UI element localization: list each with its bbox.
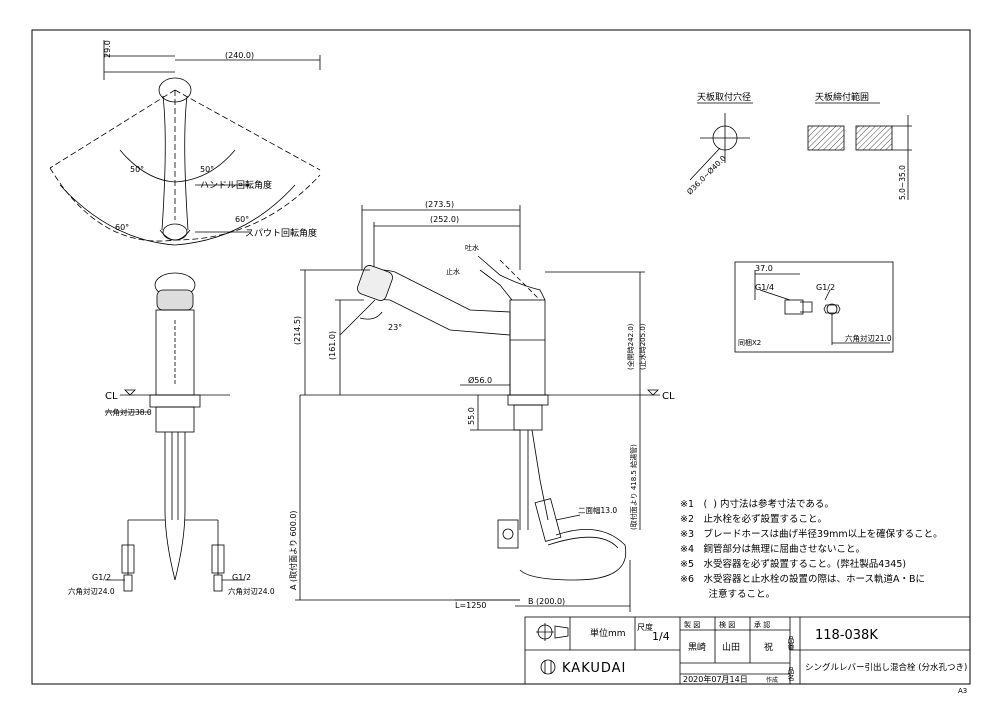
kenzu-label: 検 図 <box>719 620 735 629</box>
dim-55: 55.0 <box>467 407 476 425</box>
plate-dim: 5.0~35.0 <box>898 165 907 200</box>
angle-50-left: 50° <box>130 165 144 174</box>
fitting-detail <box>734 261 894 353</box>
side-view <box>295 205 660 612</box>
angle-50-right: 50° <box>200 165 214 174</box>
dim-L: L=1250 <box>455 601 487 610</box>
dim-418: (取付面より 418.5 給湯管) <box>629 444 638 530</box>
note-6: ※6 水受容器と止水栓の設置の際は、ホース軌道A・Bに <box>680 574 926 585</box>
hex24-right: 六角対辺24.0 <box>228 586 275 596</box>
cl-right: CL <box>662 391 675 402</box>
front-view <box>105 272 245 592</box>
hole-dim: Ø36.0~Ø40.0 <box>685 153 728 196</box>
label-stop: 止水 <box>446 267 460 276</box>
hinmei-label: 品名 <box>787 667 795 682</box>
note-1: ※1 ( ) 内寸法は参考寸法である。 <box>680 499 834 510</box>
dim-214: (214.5) <box>293 316 302 345</box>
hex24-left: 六角対辺24.0 <box>68 586 115 596</box>
dim-A: A (取付面より 600.0) <box>288 510 298 590</box>
seisaku-label: 製 図 <box>684 620 700 629</box>
angle-23: 23° <box>388 323 402 332</box>
angle-60-right: 60° <box>235 215 249 224</box>
date: 2020年07月14日 <box>683 674 748 684</box>
paper-size: A3 <box>958 687 967 695</box>
dim-stop-height: (止水時205.0) <box>638 323 647 370</box>
name-approver: 祝 <box>764 641 773 653</box>
dim-37: 37.0 <box>755 264 773 273</box>
dim-240: (240.0) <box>225 51 254 60</box>
dim-B: B (200.0) <box>528 597 565 606</box>
hinmei-value: シングルレバー引出し混合栓 (分水孔つき) <box>805 662 967 673</box>
note-4: ※4 銅管部分は無理に屈曲させないこと。 <box>680 544 866 555</box>
company-logo: KAKUDAI <box>562 661 626 676</box>
created-label: 作成 <box>766 676 778 684</box>
scale-label: 尺度 <box>637 622 653 632</box>
plate-title: 天板締付範囲 <box>815 91 869 103</box>
cl-left: CL <box>105 391 118 402</box>
scale-value: 1/4 <box>652 630 670 643</box>
note-7: 注意すること。 <box>680 589 776 600</box>
dim-total-height: (全開時242.0) <box>626 323 635 370</box>
dim-252: (252.0) <box>430 215 459 224</box>
dim-161: (161.0) <box>328 331 337 360</box>
title-block-lines <box>524 616 971 685</box>
shonin-label: 承 認 <box>754 620 770 629</box>
note-5: ※5 水受容器を必ず設置すること。(弊社製品4345) <box>680 559 907 570</box>
unit-label: 単位mm <box>590 627 626 639</box>
handle-angle-label: ハンドル回転角度 <box>200 179 272 191</box>
g12-detail: G1/2 <box>816 283 835 292</box>
g12-right: G1/2 <box>232 573 251 582</box>
plate-detail <box>807 102 912 200</box>
angle-60-left: 60° <box>115 223 129 232</box>
drawing-border <box>31 29 971 685</box>
name-checker: 山田 <box>722 642 740 653</box>
dim-29: 29.0 <box>103 40 112 58</box>
hex-21: 六角対辺21.0 <box>845 333 892 343</box>
hinban-value: 118-038K <box>815 628 878 643</box>
name-drawer: 黒崎 <box>688 641 706 653</box>
dim-56: Ø56.0 <box>468 375 492 385</box>
hex-13: 二面幅13.0 <box>578 505 617 515</box>
hole-title: 天板取付穴径 <box>697 91 751 103</box>
dim-273: (273.5) <box>425 200 454 209</box>
hinban-label: 品番 <box>787 636 795 651</box>
hole-detail <box>689 102 753 181</box>
label-open: 吐水 <box>465 243 479 252</box>
g14: G1/4 <box>755 283 774 292</box>
note-3: ※3 ブレードホースは曲げ半径39mm以上を確保すること。 <box>680 529 943 540</box>
same-x2: 同梱X2 <box>738 338 761 347</box>
hex-38: 六角対辺38.0 <box>105 407 152 417</box>
g12-left: G1/2 <box>92 573 111 582</box>
spout-angle-label: スパウト回転角度 <box>245 227 317 239</box>
note-2: ※2 止水栓を必ず設置すること。 <box>680 514 828 525</box>
top-view <box>49 40 321 246</box>
